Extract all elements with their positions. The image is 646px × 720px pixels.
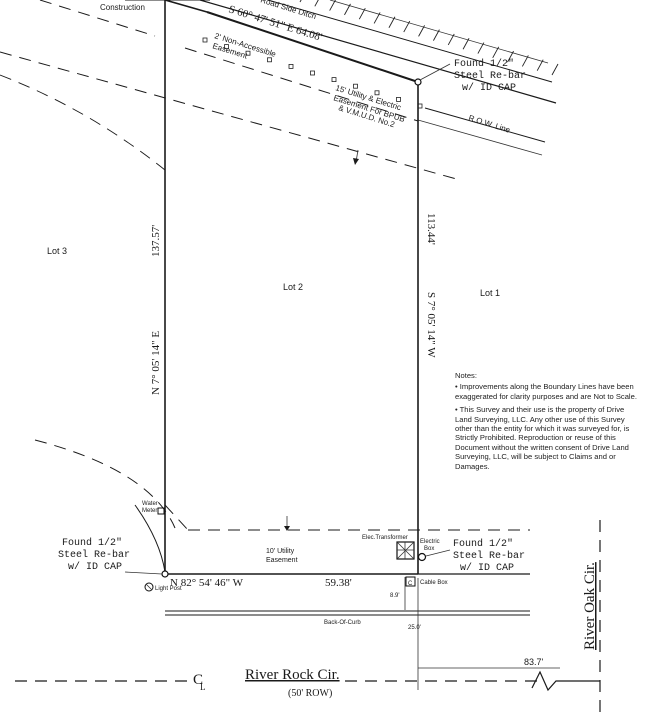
light-post-icon [144,582,154,592]
construction-label: Construction [100,3,145,12]
notes-heading: Notes: [455,371,477,380]
water-meter-label-2: Meter [142,508,157,514]
sw-curve-lot-line [34,439,176,529]
hatch-mark [344,3,351,16]
utility-arrow-head [353,158,359,165]
easement-marker [224,44,229,49]
centerline-l-label: L [200,682,206,692]
west-distance: 137.57' [150,225,162,257]
east-distance: 113.44' [425,213,437,245]
cable-c-label: C [408,581,413,587]
utility-easement-10-label-2: Easement [266,557,298,564]
easement-marker [331,77,337,82]
hatch-mark [462,38,470,50]
sw-curve-solid [134,504,166,573]
river-rock-label: River Rock Cir. [245,667,340,683]
water-meter-diag [164,504,189,531]
rebar-se-label-2: Steel Re-bar [453,550,525,562]
easement-marker [202,37,208,43]
dim-89-label: 8.9' [390,593,400,599]
row-50-label: (50' ROW) [288,688,332,699]
back-of-curb-label: Back-Of-Curb [324,620,361,626]
electric-box-label-2: Box [424,546,434,552]
rebar-ne-marker [414,63,451,86]
dim-250-label: 25.0' [408,625,421,631]
hatch-mark [521,55,529,67]
transformer-icon [396,541,415,560]
easement-marker [396,97,401,102]
east-bearing: S 7° 05' 14" W [425,292,437,358]
easement-marker [288,64,294,69]
cable-box-label: Cable Box [420,580,448,586]
easement-arrow-head [284,526,290,531]
road-side-ditch-lines [125,0,557,156]
lot-1-label: Lot 1 [480,288,500,298]
hatch-mark [314,0,319,7]
rebar-sw-label-2: Steel Re-bar [58,549,130,561]
notes-block: Notes: • Improvements along the Boundary… [455,371,640,475]
hatch-mark [551,63,559,76]
lot-2-boundary [164,0,530,575]
ditch-hatching [299,0,559,76]
light-post-label: Light Post [155,586,182,592]
notes-item-2: • This Survey and their use is the prope… [455,405,630,471]
easement-dashed-line [39,0,156,37]
lot-3-label: Lot 3 [47,246,67,256]
lot-2-label: Lot 2 [283,282,303,292]
easement-marker [267,57,272,63]
rebar-ne-label-3: w/ ID CAP [462,82,516,94]
easement-marker [245,50,251,56]
row-line-label: R.O.W. Line [467,113,511,135]
hatch-mark [492,46,500,59]
hatch-mark [433,29,440,41]
elec-transformer-label: Elec.Transformer [362,535,408,541]
rebar-sw-label-1: Found 1/2" [62,537,122,549]
easement-dashed-line-2 [184,47,419,122]
rebar-se-label-1: Found 1/2" [453,538,513,550]
lot-line-curve [0,74,166,171]
hatch-mark [447,33,455,46]
rebar-ne-label-1: Found 1/2" [454,58,514,70]
river-oak-label: River Oak Cir. [582,562,598,650]
centerline-c-label: C [193,672,203,688]
easement-marker [353,83,358,89]
hatch-mark [388,16,396,28]
dim-837-label: 83.7' [524,657,544,667]
south-distance: 59.38' [325,577,352,589]
hatch-mark [373,12,381,24]
rebar-se-marker [417,549,451,562]
south-bearing: N 82° 54' 46" W [170,577,244,589]
easement-markers [202,37,423,109]
easement-marker [310,70,315,76]
hatch-mark [358,7,366,20]
rebar-ne-label-2: Steel Re-bar [454,70,526,82]
hatch-mark [536,59,544,71]
cable-box-icon [405,576,416,587]
hatch-mark [299,0,302,3]
notes-item-1: • Improvements along the Boundary Lines … [455,382,637,401]
west-bearing: N 7° 05' 14" E [150,331,162,395]
electric-box-label-1: Electric [420,539,440,545]
rebar-sw-label-3: w/ ID CAP [68,561,122,573]
water-meter-label-1: Water [142,501,158,507]
easement-marker [374,90,380,96]
hatch-mark [418,25,425,37]
rebar-sw-marker [124,570,169,578]
hatch-mark [507,50,514,63]
centerline-break [531,670,600,692]
hatch-mark [477,42,485,54]
hatch-mark [403,20,411,33]
utility-easement-10-label-1: 10' Utility [266,548,295,555]
hatch-mark [329,0,336,11]
water-meter-icon [157,507,165,515]
rebar-se-label-3: w/ ID CAP [460,562,514,574]
